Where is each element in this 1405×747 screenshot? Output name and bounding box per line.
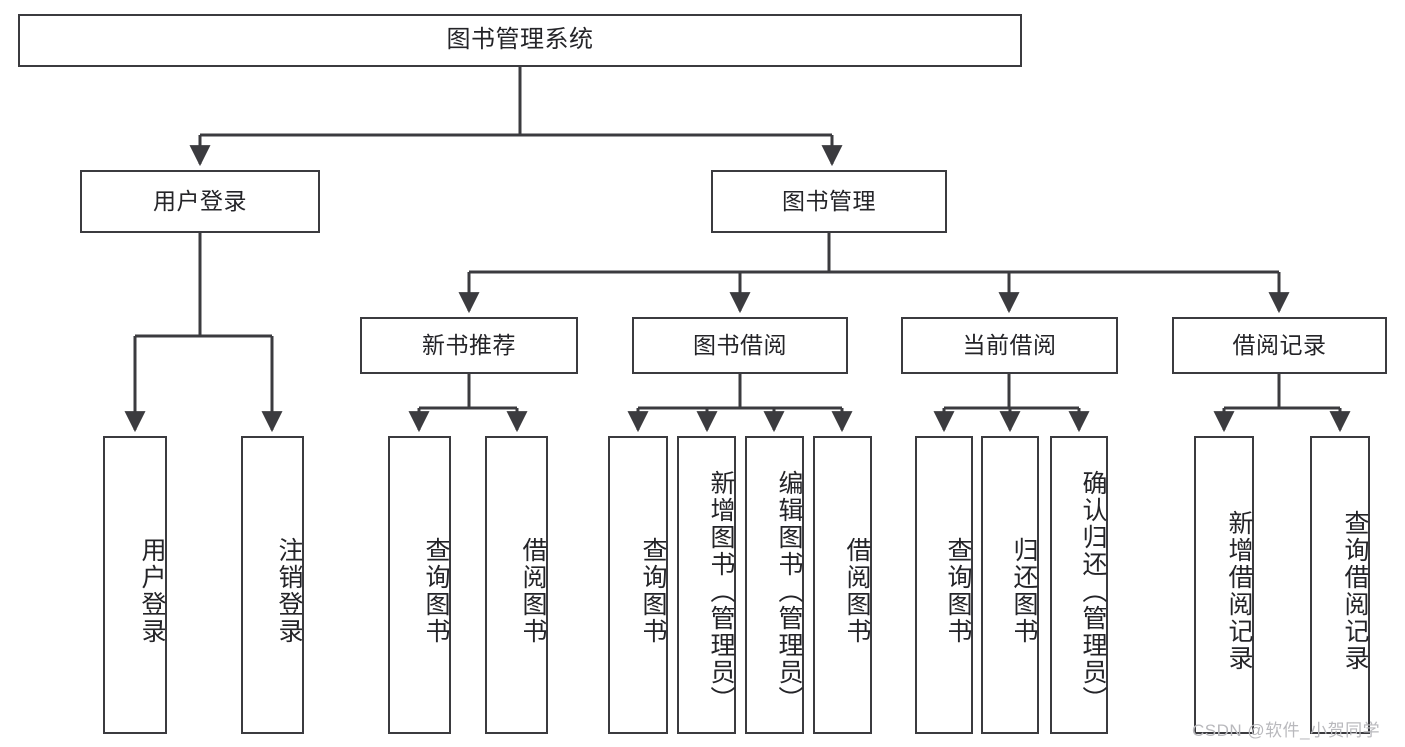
node-root-label: 图书管理系统 — [446, 26, 594, 54]
node-book-manage[interactable]: 图书管理 — [711, 170, 947, 233]
node-leaf-query-record[interactable]: 查询借阅记录 — [1310, 436, 1370, 734]
node-book-manage-label: 图书管理 — [782, 187, 876, 214]
node-leaf-query-book-2[interactable]: 查询图书 — [608, 436, 668, 734]
node-leaf-query-book-1-label: 查询图书 — [422, 537, 450, 645]
node-user-login-label: 用户登录 — [153, 187, 247, 214]
edge-group-root — [189, 67, 843, 167]
node-leaf-borrow-book-1-label: 借阅图书 — [519, 537, 547, 645]
node-root[interactable]: 图书管理系统 — [18, 14, 1022, 67]
node-book-borrow[interactable]: 图书借阅 — [632, 317, 848, 374]
node-leaf-query-book-1[interactable]: 查询图书 — [388, 436, 451, 734]
edge-group-borrow-record — [1213, 374, 1351, 433]
node-leaf-return-book-label: 归还图书 — [1010, 537, 1038, 645]
edge-group-current-borrow — [933, 374, 1090, 433]
node-borrow-record-label: 借阅记录 — [1232, 331, 1327, 358]
node-leaf-add-record-label: 新增借阅记录 — [1225, 510, 1253, 672]
node-leaf-add-record[interactable]: 新增借阅记录 — [1194, 436, 1254, 734]
node-leaf-edit-book[interactable]: 编辑图书（管理员） — [745, 436, 804, 734]
node-leaf-user-logout-label: 注销登录 — [275, 537, 303, 645]
edge-group-user-login — [124, 233, 283, 433]
node-borrow-record[interactable]: 借阅记录 — [1172, 317, 1387, 374]
node-leaf-query-record-label: 查询借阅记录 — [1341, 510, 1369, 672]
node-book-borrow-label: 图书借阅 — [693, 331, 787, 358]
node-new-book-rec[interactable]: 新书推荐 — [360, 317, 578, 374]
node-leaf-edit-book-label: 编辑图书（管理员） — [775, 469, 803, 713]
node-current-borrow[interactable]: 当前借阅 — [901, 317, 1118, 374]
node-leaf-borrow-book-2[interactable]: 借阅图书 — [813, 436, 872, 734]
csdn-watermark: CSDN @软件_小贺同学 — [1192, 721, 1381, 740]
node-new-book-rec-label: 新书推荐 — [422, 331, 516, 358]
node-leaf-borrow-book-2-label: 借阅图书 — [843, 537, 871, 645]
node-leaf-add-book-label: 新增图书（管理员） — [707, 469, 735, 713]
node-leaf-user-login[interactable]: 用户登录 — [103, 436, 167, 734]
node-leaf-confirm-return-label: 确认归还（管理员） — [1079, 469, 1107, 713]
node-leaf-add-book[interactable]: 新增图书（管理员） — [677, 436, 736, 734]
edge-group-book-manage — [458, 233, 1290, 314]
node-leaf-query-book-3[interactable]: 查询图书 — [915, 436, 973, 734]
node-user-login[interactable]: 用户登录 — [80, 170, 320, 233]
node-leaf-query-book-2-label: 查询图书 — [639, 537, 667, 645]
edge-group-book-borrow — [627, 374, 853, 433]
node-leaf-return-book[interactable]: 归还图书 — [981, 436, 1039, 734]
node-leaf-query-book-3-label: 查询图书 — [944, 537, 972, 645]
edge-group-new-book-rec — [408, 374, 528, 433]
node-leaf-user-logout[interactable]: 注销登录 — [241, 436, 304, 734]
node-leaf-user-login-label: 用户登录 — [138, 537, 166, 645]
node-current-borrow-label: 当前借阅 — [962, 331, 1057, 358]
node-leaf-confirm-return[interactable]: 确认归还（管理员） — [1050, 436, 1108, 734]
node-leaf-borrow-book-1[interactable]: 借阅图书 — [485, 436, 548, 734]
